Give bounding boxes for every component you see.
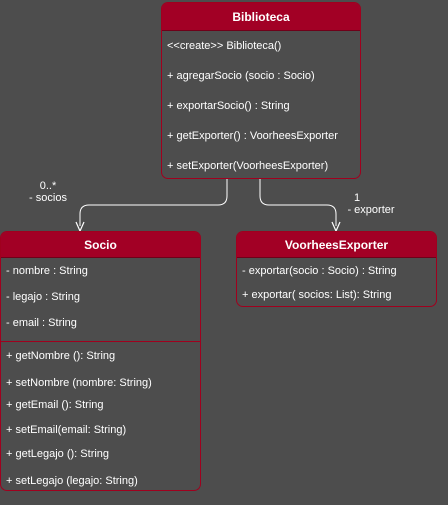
method-exportar-socios: + exportar( socios: List): String	[242, 289, 392, 301]
exporter-association-label: 1 - exporter	[340, 192, 402, 216]
method-set-legajo: + setLegajo (legajo: String)	[6, 475, 138, 487]
method-get-legajo: + getLegajo (): String	[6, 448, 110, 460]
attribute-legajo: - legajo : String	[6, 291, 80, 303]
method-get-nombre: + getNombre (): String	[6, 350, 116, 362]
socios-association-label: 0..* - socios	[20, 180, 76, 204]
method-get-email: + getEmail (): String	[6, 399, 104, 411]
member-get-exporter: + getExporter() : VoorheesExporter	[167, 130, 338, 142]
attribute-email: - email : String	[6, 317, 77, 329]
socios-association-line	[79, 179, 228, 226]
exporter-association-line	[259, 179, 337, 226]
member-set-exporter: + setExporter(VoorheesExporter)	[167, 160, 329, 172]
socio-section-divider	[1, 341, 200, 342]
method-set-nombre: + setNombre (nombre: String)	[6, 377, 152, 389]
member-agregar-socio: + agregarSocio (socio : Socio)	[167, 70, 315, 82]
exporter-multiplicity: 1	[353, 192, 361, 204]
class-biblioteca-title: Biblioteca	[162, 3, 360, 31]
class-socio-title: Socio	[1, 232, 200, 258]
class-voorhees-exporter[interactable]: VoorheesExporter - exportar(socio : Soci…	[236, 231, 437, 307]
attribute-nombre: - nombre : String	[6, 265, 88, 277]
socios-multiplicity: 0..*	[39, 180, 57, 192]
socios-role: - socios	[29, 192, 67, 204]
member-exportar-socio: + exportarSocio() : String	[167, 100, 290, 112]
class-biblioteca[interactable]: Biblioteca <<create>> Biblioteca() + agr…	[161, 2, 361, 179]
exporter-role: - exporter	[347, 204, 395, 216]
member-constructor: <<create>> Biblioteca()	[167, 40, 282, 52]
class-voorhees-exporter-title: VoorheesExporter	[237, 232, 436, 258]
method-set-email: + setEmail(email: String)	[6, 424, 127, 436]
method-exportar-socio: - exportar(socio : Socio) : String	[242, 265, 397, 277]
class-socio[interactable]: Socio - nombre : String - legajo : Strin…	[0, 231, 201, 491]
